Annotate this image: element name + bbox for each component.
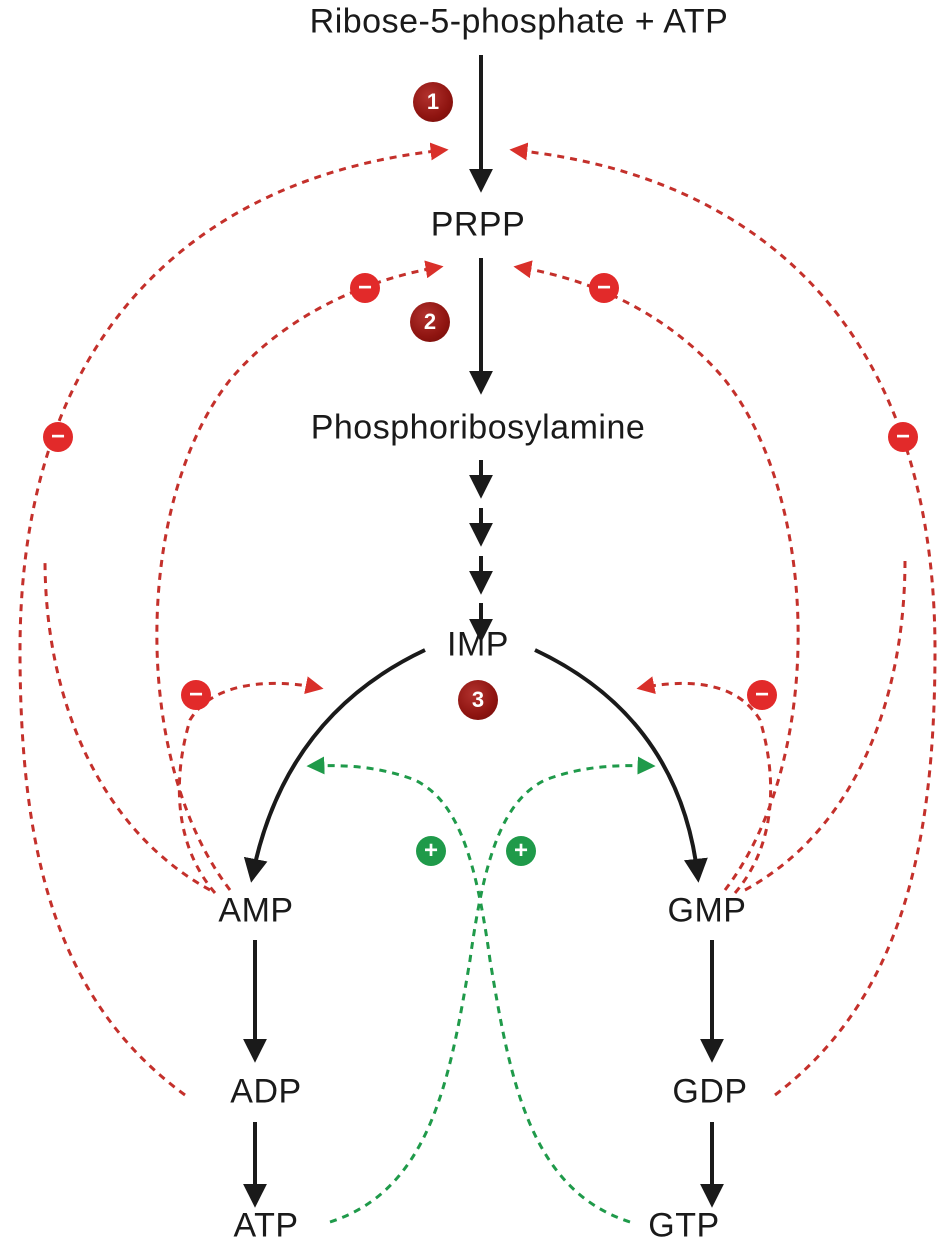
inhibition-amp-to-step1 <box>43 559 211 892</box>
activation-sign-left: + <box>416 836 446 866</box>
node-gdp: GDP <box>672 1072 748 1111</box>
activation-gtp-to-amp-branch <box>306 756 631 1224</box>
node-amp: AMP <box>218 891 294 930</box>
inhibition-amp-to-step2 <box>155 260 444 891</box>
inhibition-gmp-to-step1 <box>744 559 907 892</box>
inhibition-sign-right-outer: − <box>888 422 918 452</box>
node-adp: ADP <box>230 1072 302 1111</box>
inhibition-gmp-to-step2 <box>513 260 800 891</box>
activation-sign-right: + <box>506 836 536 866</box>
inhibition-gmp-to-step3 <box>636 676 773 894</box>
arrow-imp-to-gmp <box>534 648 708 883</box>
node-gmp: GMP <box>667 891 747 930</box>
activation-atp-to-gmp-branch <box>329 756 656 1224</box>
inhibition-amp-to-step3 <box>177 676 324 894</box>
inhibition-sign-left-imp: − <box>181 680 211 710</box>
node-atp: ATP <box>233 1206 299 1245</box>
node-prpp: PRPP <box>430 205 526 244</box>
node-ribose-5-phosphate-atp: Ribose-5-phosphate + ATP <box>309 2 729 41</box>
node-phosphoribosylamine: Phosphoribosylamine <box>310 408 646 447</box>
step-1-badge: 1 <box>413 82 453 122</box>
inhibition-sign-left-outer: − <box>43 422 73 452</box>
step-2-badge: 2 <box>410 302 450 342</box>
inhibition-sign-right-inner: − <box>589 273 619 303</box>
node-gtp: GTP <box>648 1206 720 1245</box>
inhibition-gdp-to-step1 <box>509 142 937 1097</box>
arrow-imp-to-amp <box>243 648 426 883</box>
step-3-badge: 3 <box>458 680 498 720</box>
inhibition-sign-left-inner: − <box>350 273 380 303</box>
inhibition-adp-to-step1 <box>18 142 449 1097</box>
inhibition-sign-right-imp: − <box>747 680 777 710</box>
node-imp: IMP <box>447 625 509 664</box>
